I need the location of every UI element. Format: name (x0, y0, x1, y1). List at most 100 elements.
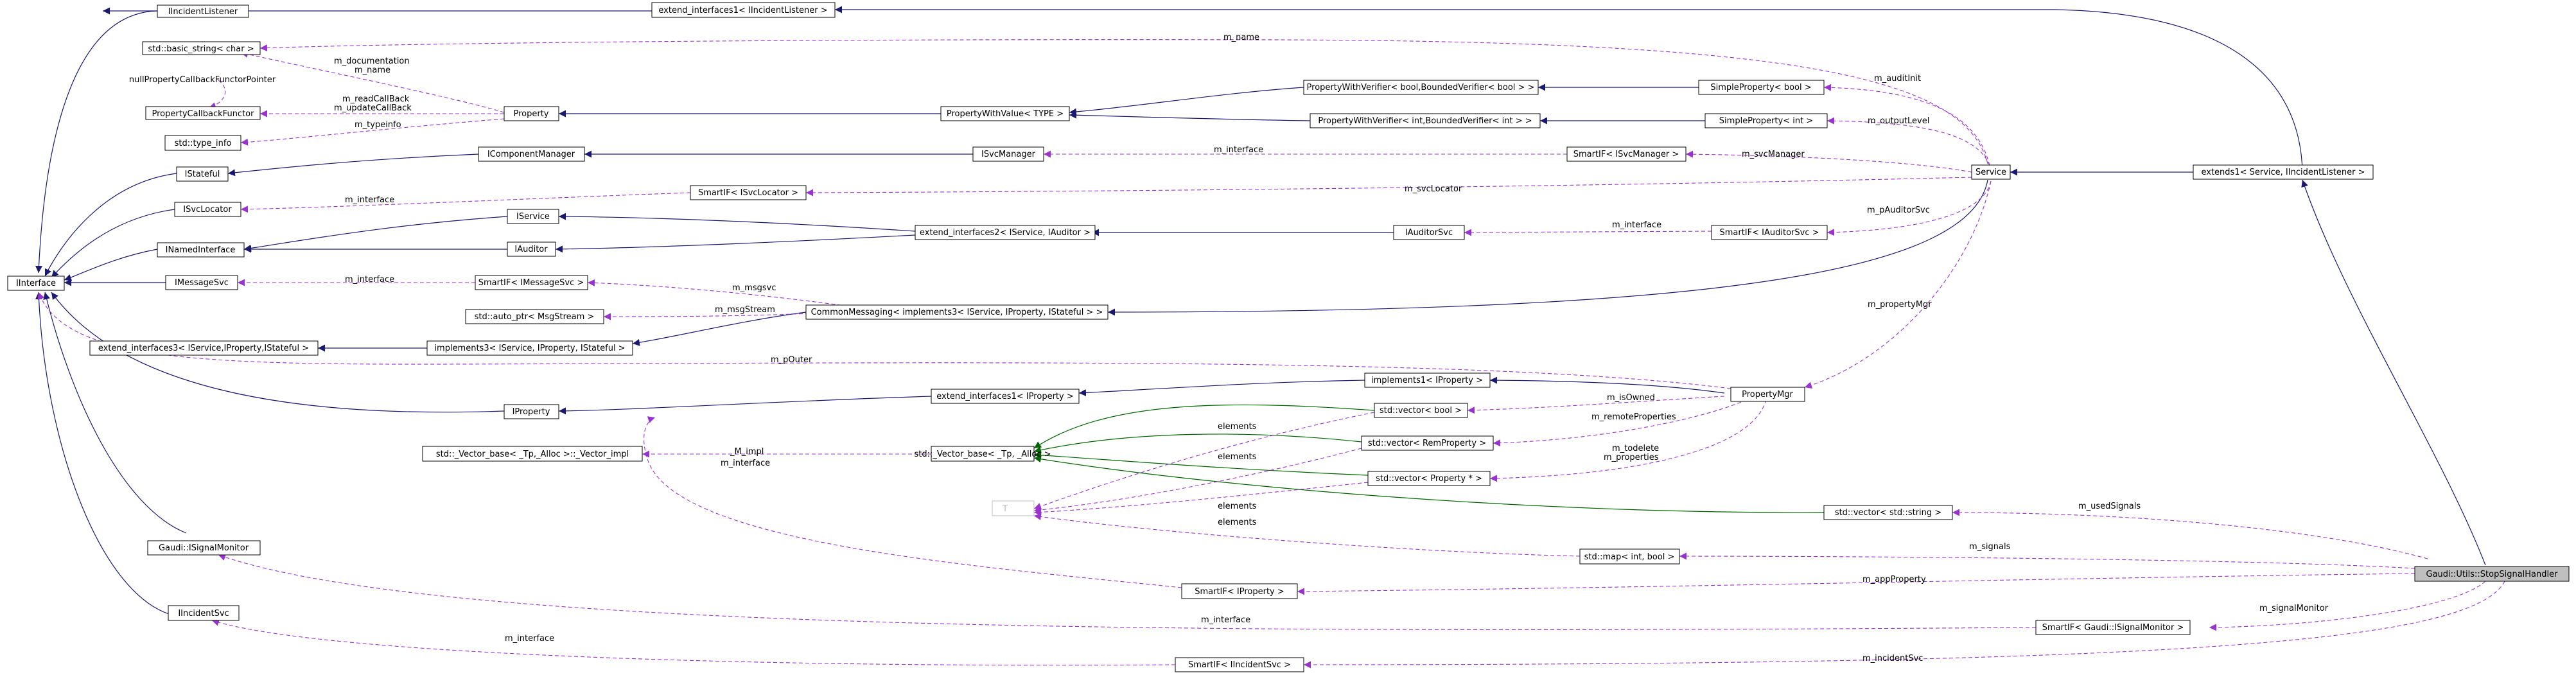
svg-text:extend_interfaces1< IProperty: extend_interfaces1< IProperty > (936, 392, 1073, 401)
edge-label-m-documentation: m_documentation (334, 57, 410, 66)
edge-use-elements-mapintbool (1033, 513, 1581, 557)
svg-text:std::vector< bool >: std::vector< bool > (1380, 406, 1462, 416)
class-node-basic-string[interactable]: std::basic_string< char > (142, 41, 261, 55)
edge-label-elements1: elements (1218, 422, 1257, 432)
edge-use-elements-vecbool (1033, 412, 1375, 510)
edge-use-m-svclocator (805, 177, 1972, 197)
edge-template-vecstring-vectorbase (1033, 455, 1825, 513)
class-node-smartif-iproperty[interactable]: SmartIF< IProperty > (1181, 583, 1298, 599)
edge-inherit-extend2-iservice (558, 213, 916, 232)
class-node-commonmessaging[interactable]: CommonMessaging< implements3< IService, … (805, 304, 1108, 320)
class-node-propertywithvalue[interactable]: PropertyWithValue< TYPE > (940, 106, 1070, 121)
class-node-smartif-iincidentsvc[interactable]: SmartIF< IIncidentSvc > (1175, 657, 1304, 672)
class-node-implements1-iproperty[interactable]: implements1< IProperty > (1364, 373, 1491, 388)
edge-use-elements-vecremprop (1033, 448, 1362, 514)
class-node-propertywithverifier-bool[interactable]: PropertyWithVerifier< bool,BoundedVerifi… (1303, 80, 1539, 95)
edge-use-m-pauditorsvc (1827, 180, 1992, 236)
class-node-extend-interfaces1-iproperty[interactable]: extend_interfaces1< IProperty > (931, 389, 1080, 404)
svg-text:Property: Property (513, 109, 548, 119)
class-node-istateful[interactable]: IStateful (176, 166, 229, 182)
edge-label-m-signalmonitor: m_signalMonitor (2259, 604, 2329, 613)
class-node-property[interactable]: Property (504, 106, 559, 121)
edge-label-m-interface-msg: m_interface (345, 275, 394, 285)
svg-text:SimpleProperty< int >: SimpleProperty< int > (1719, 116, 1813, 126)
edge-use-m-documentation (240, 51, 505, 113)
edge-label-m-svclocator: m_svcLocator (1405, 184, 1462, 194)
svg-text:PropertyWithVerifier< bool,Bou: PropertyWithVerifier< bool,BoundedVerifi… (1307, 83, 1535, 92)
edge-inherit-iservice-inamed (243, 216, 508, 252)
edge-use-m-outputlevel (1827, 117, 1990, 166)
class-node-type-info[interactable]: std::type_info (164, 135, 241, 151)
class-node-map-int-bool[interactable]: std::map< int, bool > (1579, 548, 1680, 565)
class-node-simpleproperty-int[interactable]: SimpleProperty< int > (1704, 113, 1828, 128)
class-node-iauditorsvc[interactable]: IAuditorSvc (1393, 225, 1465, 240)
edge-inherit-icomponentmgr-istateful (227, 153, 479, 177)
edge-label-elements2: elements (1218, 452, 1257, 462)
class-node-extends1-service[interactable]: extends1< Service, IIncidentListener > (2193, 164, 2374, 180)
class-node-template-param-t[interactable]: T (992, 500, 1035, 516)
class-node-smartif-iauditorsvc[interactable]: SmartIF< IAuditorSvc > (1711, 225, 1828, 240)
class-node-simpleproperty-bool[interactable]: SimpleProperty< bool > (1698, 80, 1825, 95)
class-node-vector-bool[interactable]: std::vector< bool > (1374, 403, 1468, 418)
svg-text:Gaudi::Utils::StopSignalHandle: Gaudi::Utils::StopSignalHandler (2426, 570, 2559, 579)
svg-text:std::type_info: std::type_info (175, 139, 232, 148)
class-node-extend-interfaces2[interactable]: extend_interfaces2< IService, IAuditor > (915, 225, 1096, 240)
edge-use-m-name-service (259, 39, 1988, 164)
class-node-inamedinterface[interactable]: INamedInterface (157, 242, 245, 258)
class-node-property-callback-functor[interactable]: PropertyCallbackFunctor (145, 106, 261, 120)
edge-label-m-properties: m_properties (1604, 453, 1659, 462)
class-node-vector-base-impl[interactable]: std::_Vector_base< _Tp,_Alloc >::_Vector… (422, 446, 643, 462)
edge-label-elements3: elements (1218, 502, 1257, 511)
edge-use-nullpropcb (208, 80, 226, 109)
class-node-vector-string[interactable]: std::vector< std::string > (1823, 505, 1953, 520)
edge-inherit-istateful-iinterface (44, 173, 177, 277)
class-node-extend-interfaces1-iincidentlistener[interactable]: extend_interfaces1< IIncidentListener > (651, 2, 836, 18)
class-node-iinterface[interactable]: IInterface (7, 276, 65, 291)
class-node-isvcmanager[interactable]: ISvcManager (972, 146, 1044, 162)
class-node-iincidentsvc[interactable]: IIncidentSvc (168, 605, 240, 621)
svg-text:std::vector< Property * >: std::vector< Property * > (1376, 474, 1482, 484)
class-node-iauditor[interactable]: IAuditor (507, 241, 556, 257)
class-node-iproperty[interactable]: IProperty (504, 404, 559, 419)
class-node-imessagesvc[interactable]: IMessageSvc (165, 275, 238, 290)
svg-text:ISvcManager: ISvcManager (981, 150, 1036, 159)
svg-text:extend_interfaces3< IService,I: extend_interfaces3< IService,IProperty,I… (98, 344, 309, 353)
svg-text:extend_interfaces2< IService,: extend_interfaces2< IService, IAuditor > (920, 228, 1091, 238)
class-node-smartif-isvclocator[interactable]: SmartIF< ISvcLocator > (690, 185, 807, 200)
class-node-iincidentlistener[interactable]: IIncidentListener (157, 4, 249, 18)
svg-text:IStateful: IStateful (185, 170, 220, 179)
edge-inherit-isvclocator-iinterface (51, 209, 175, 278)
class-node-isvclocator[interactable]: ISvcLocator (174, 202, 241, 217)
class-node-vector-base[interactable]: std::_Vector_base< _Tp, _Alloc > (914, 446, 1051, 462)
class-node-stopsignalhandler[interactable]: Gaudi::Utils::StopSignalHandler (2414, 566, 2570, 582)
svg-text:nullPropertyCallbackFunctorPoi: nullPropertyCallbackFunctorPointer (129, 75, 276, 85)
edge-use-elements-vecpropptr (1033, 481, 1375, 516)
svg-text:std::basic_string< char >: std::basic_string< char > (148, 44, 254, 54)
svg-text:extends1< Service, IIncidentLi: extends1< Service, IIncidentListener > (2201, 168, 2365, 177)
class-node-isignalmonitor[interactable]: Gaudi::ISignalMonitor (147, 540, 261, 556)
class-node-iservice[interactable]: IService (507, 209, 559, 224)
edge-use-m-remoteproperties (1493, 399, 1748, 447)
svg-text:IIncidentListener: IIncidentListener (168, 7, 238, 17)
class-node-implements3[interactable]: implements3< IService, IProperty, IState… (426, 340, 633, 356)
class-node-smartif-isignalmonitor[interactable]: SmartIF< Gaudi::ISignalMonitor > (2035, 620, 2191, 635)
class-node-propertywithverifier-int[interactable]: PropertyWithVerifier< int,BoundedVerifie… (1310, 113, 1541, 128)
class-node-vector-remproperty[interactable]: std::vector< RemProperty > (1361, 435, 1494, 451)
class-node-extend-interfaces3[interactable]: extend_interfaces3< IService,IProperty,I… (89, 340, 319, 356)
class-node-auto-ptr-msgstream[interactable]: std::auto_ptr< MsgStream > (465, 309, 604, 324)
class-node-smartif-isvcmanager[interactable]: SmartIF< ISvcManager > (1566, 146, 1687, 162)
class-node-service[interactable]: Service (1971, 164, 2011, 180)
edge-inherit-inamed-iinterface (64, 249, 158, 281)
svg-text:implements1< IProperty >: implements1< IProperty > (1371, 376, 1483, 385)
class-node-icomponentmanager[interactable]: IComponentManager (478, 146, 585, 162)
svg-text:IComponentManager: IComponentManager (487, 150, 575, 159)
svg-text:std::_Vector_base< _Tp,_Alloc: std::_Vector_base< _Tp,_Alloc >::_Vector… (436, 450, 629, 459)
class-node-vector-property-ptr[interactable]: std::vector< Property * > (1367, 471, 1491, 486)
svg-text:SmartIF< Gaudi::ISignalMonitor: SmartIF< Gaudi::ISignalMonitor > (2042, 623, 2184, 633)
edge-inherit-isignalmonitor-iinterface (43, 292, 187, 534)
class-node-propertymgr[interactable]: PropertyMgr (1730, 387, 1805, 402)
edge-label-m-readcallback: m_readCallBack (342, 94, 410, 104)
edge-inherit-iincidentlistener-iinterface (35, 10, 158, 274)
class-node-smartif-imessagesvc[interactable]: SmartIF< IMessageSvc > (475, 275, 588, 290)
svg-text:std::vector< std::string >: std::vector< std::string > (1835, 508, 1941, 518)
